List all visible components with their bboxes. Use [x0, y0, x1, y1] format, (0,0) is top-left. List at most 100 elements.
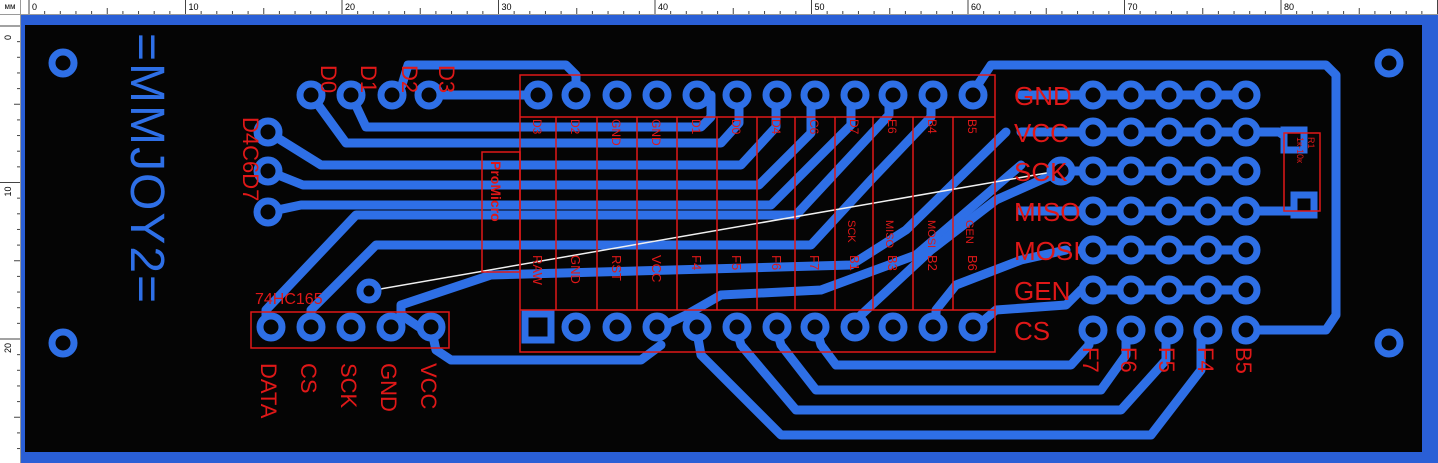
pad-promicro-top[interactable] — [878, 80, 908, 110]
pad-grid[interactable] — [1193, 235, 1223, 265]
pad-grid-bottom[interactable] — [1193, 315, 1223, 345]
pad-grid[interactable] — [1154, 235, 1184, 265]
label-hc165-pin: CS — [296, 363, 321, 394]
pad-grid[interactable] — [1116, 80, 1146, 110]
pad-promicro-top[interactable] — [561, 80, 591, 110]
via[interactable] — [356, 278, 382, 304]
trace-f5[interactable] — [731, 322, 1171, 415]
pad-promicro-bottom[interactable] — [958, 312, 988, 342]
pad-grid[interactable] — [1078, 117, 1108, 147]
mounting-hole[interactable] — [1374, 48, 1404, 78]
pad-header-left[interactable] — [414, 80, 444, 110]
pad-grid[interactable] — [1078, 275, 1108, 305]
pad-promicro-bottom[interactable] — [642, 312, 672, 342]
pad-promicro-bottom[interactable] — [918, 312, 948, 342]
pad-promicro-bottom[interactable] — [800, 312, 830, 342]
ruler-horizontal[interactable]: 0102030405060708090 — [0, 0, 1438, 15]
pad-grid-bottom[interactable] — [1231, 315, 1261, 345]
pad-hc165[interactable] — [416, 312, 446, 342]
pad-promicro-top[interactable] — [602, 80, 632, 110]
trace-vcc-long[interactable] — [396, 127, 1011, 332]
pad-grid[interactable] — [1078, 80, 1108, 110]
pad-grid[interactable] — [1046, 156, 1076, 186]
pad-grid[interactable] — [1231, 156, 1261, 186]
trace-f6[interactable] — [771, 322, 1131, 395]
pad-grid[interactable] — [1193, 156, 1223, 186]
pad-grid[interactable] — [1231, 275, 1261, 305]
pad-grid[interactable] — [1231, 235, 1261, 265]
pad-promicro-top[interactable] — [800, 80, 830, 110]
pad-promicro-bottom[interactable] — [682, 312, 712, 342]
pad-grid[interactable] — [1116, 235, 1146, 265]
pad-grid[interactable] — [1231, 80, 1261, 110]
pad-promicro-bottom[interactable] — [762, 312, 792, 342]
pad-grid[interactable] — [1154, 196, 1184, 226]
pad-promicro-raw[interactable] — [521, 310, 555, 344]
trace-gen-left[interactable] — [971, 285, 1086, 332]
pad-promicro-top[interactable] — [958, 80, 988, 110]
pad-promicro-bottom[interactable] — [878, 312, 908, 342]
pad-grid[interactable] — [1193, 80, 1223, 110]
trace-b5[interactable] — [966, 60, 1341, 335]
pad-promicro-top[interactable] — [523, 80, 553, 110]
trace-d1[interactable] — [346, 90, 716, 132]
trace-e6[interactable] — [261, 90, 894, 332]
mounting-hole[interactable] — [48, 328, 78, 358]
trace-miso-long[interactable] — [656, 160, 1026, 332]
pad-grid[interactable] — [1078, 235, 1108, 265]
pad-grid[interactable] — [1078, 156, 1108, 186]
pad-grid[interactable] — [1116, 156, 1146, 186]
pad-promicro-top[interactable] — [642, 80, 672, 110]
ruler-label: 0 — [32, 2, 37, 12]
trace-hc-vcc[interactable] — [426, 322, 666, 365]
pad-grid-bottom[interactable] — [1154, 315, 1184, 345]
pad-hc165[interactable] — [256, 312, 286, 342]
pad-promicro-bottom[interactable] — [722, 312, 752, 342]
pad-promicro-top[interactable] — [762, 80, 792, 110]
pad-promicro-top[interactable] — [722, 80, 752, 110]
trace-d0[interactable] — [306, 90, 744, 148]
pad-header-side[interactable] — [253, 117, 283, 147]
pad-grid[interactable] — [1193, 117, 1223, 147]
trace-f4[interactable] — [691, 322, 1206, 440]
pad-resistor[interactable] — [1290, 191, 1318, 219]
ruler-label: 50 — [815, 2, 825, 12]
pad-grid[interactable] — [1231, 117, 1261, 147]
pad-grid[interactable] — [1154, 156, 1184, 186]
pad-promicro-top[interactable] — [682, 80, 712, 110]
pad-promicro-bottom[interactable] — [840, 312, 870, 342]
pad-header-side[interactable] — [253, 197, 283, 227]
pad-grid[interactable] — [1154, 117, 1184, 147]
trace-c6[interactable] — [263, 90, 816, 190]
pad-hc165[interactable] — [336, 312, 366, 342]
ratsnest-line[interactable] — [368, 170, 1059, 292]
pad-hc165[interactable] — [376, 312, 406, 342]
pad-header-side[interactable] — [253, 156, 283, 186]
pad-grid[interactable] — [1116, 275, 1146, 305]
pad-grid-bottom[interactable] — [1078, 315, 1108, 345]
pad-promicro-bottom[interactable] — [602, 312, 632, 342]
pad-grid[interactable] — [1116, 196, 1146, 226]
pad-promicro-top[interactable] — [918, 80, 948, 110]
pad-grid[interactable] — [1116, 117, 1146, 147]
pad-promicro-bottom[interactable] — [561, 312, 591, 342]
pad-header-left[interactable] — [377, 80, 407, 110]
pad-grid[interactable] — [1193, 196, 1223, 226]
pcb-drawing[interactable]: D0D1D2D3D4C6D7DATACSSCKGNDVCC74HC165ProM… — [21, 15, 1438, 463]
mounting-hole[interactable] — [48, 48, 78, 78]
pad-header-left[interactable] — [336, 80, 366, 110]
pad-grid[interactable] — [1193, 275, 1223, 305]
pad-promicro-top[interactable] — [840, 80, 870, 110]
pad-grid[interactable] — [1154, 275, 1184, 305]
pad-grid[interactable] — [1078, 196, 1108, 226]
pad-grid-bottom[interactable] — [1116, 315, 1146, 345]
pad-header-left[interactable] — [296, 80, 326, 110]
pad-grid[interactable] — [1231, 196, 1261, 226]
pad-grid[interactable] — [1154, 80, 1184, 110]
pad-hc165[interactable] — [296, 312, 326, 342]
trace-d7[interactable] — [263, 90, 856, 217]
copper-pads[interactable] — [48, 48, 1404, 358]
mounting-hole[interactable] — [1374, 328, 1404, 358]
